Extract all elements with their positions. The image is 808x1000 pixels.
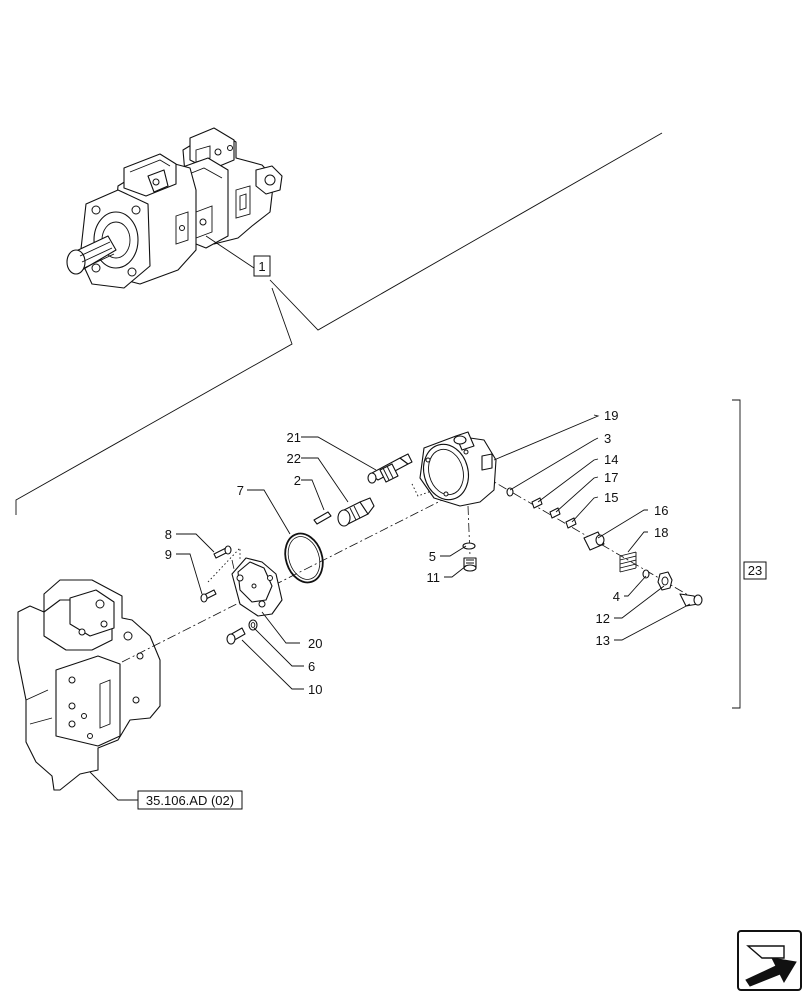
callout-6: 6 (308, 659, 315, 674)
part-3-seal (506, 487, 514, 497)
callout-21: 21 (287, 430, 301, 445)
part-8-screw (213, 545, 232, 559)
callout-13: 13 (596, 633, 610, 648)
callout-9: 9 (165, 547, 172, 562)
callout-10: 10 (308, 682, 322, 697)
part-18-spring (619, 551, 637, 573)
part-5-washer (462, 542, 476, 550)
leader-lines (15, 132, 741, 801)
next-page-arrow-icon[interactable] (737, 930, 802, 991)
part-11-plug (463, 557, 477, 572)
callout-17: 17 (604, 470, 618, 485)
callout-1: 1 (258, 259, 265, 274)
callout-8: 8 (165, 527, 172, 542)
callout-7: 7 (237, 483, 244, 498)
callout-11: 11 (427, 570, 441, 585)
part-13-bolt (679, 593, 703, 607)
part-20-cover (231, 557, 283, 617)
part-21-drive-shaft (367, 453, 413, 484)
callout-19: 19 (604, 408, 618, 423)
pump-assembly-illustration (66, 127, 283, 289)
callout-18: 18 (654, 525, 668, 540)
part-4-seal-ring (642, 569, 650, 579)
kit-reference-23: 23 (748, 563, 762, 578)
cross-reference-link[interactable]: 35.106.AD (02) (146, 793, 234, 808)
part-16-plug (583, 531, 605, 551)
kit-reference-box (743, 561, 767, 580)
part-6-washer (248, 619, 258, 631)
callout-20: 20 (308, 636, 322, 651)
callout-5: 5 (429, 549, 436, 564)
callout-15: 15 (604, 490, 618, 505)
part-19-housing (419, 431, 497, 507)
cross-reference-box[interactable] (137, 790, 243, 810)
callout-3: 3 (604, 431, 611, 446)
part-12-nut (657, 571, 673, 591)
callout-labels: 1 21 22 2 7 8 9 20 6 10 19 3 14 17 15 16… (137, 255, 767, 810)
part-9-screw (200, 589, 217, 603)
callout-22: 22 (287, 451, 301, 466)
lower-pump-illustration (17, 579, 161, 791)
part-10-screw (226, 627, 246, 645)
callout-14: 14 (604, 452, 618, 467)
callout-4: 4 (613, 589, 620, 604)
part-2-pin (313, 511, 332, 525)
callout-16: 16 (654, 503, 668, 518)
part-22-gear-shaft (337, 497, 375, 527)
callout-12: 12 (596, 611, 610, 626)
callout-2: 2 (294, 473, 301, 488)
callout-box-1 (253, 255, 271, 277)
part-7-o-ring (284, 532, 324, 584)
part-14-spool (531, 497, 543, 509)
